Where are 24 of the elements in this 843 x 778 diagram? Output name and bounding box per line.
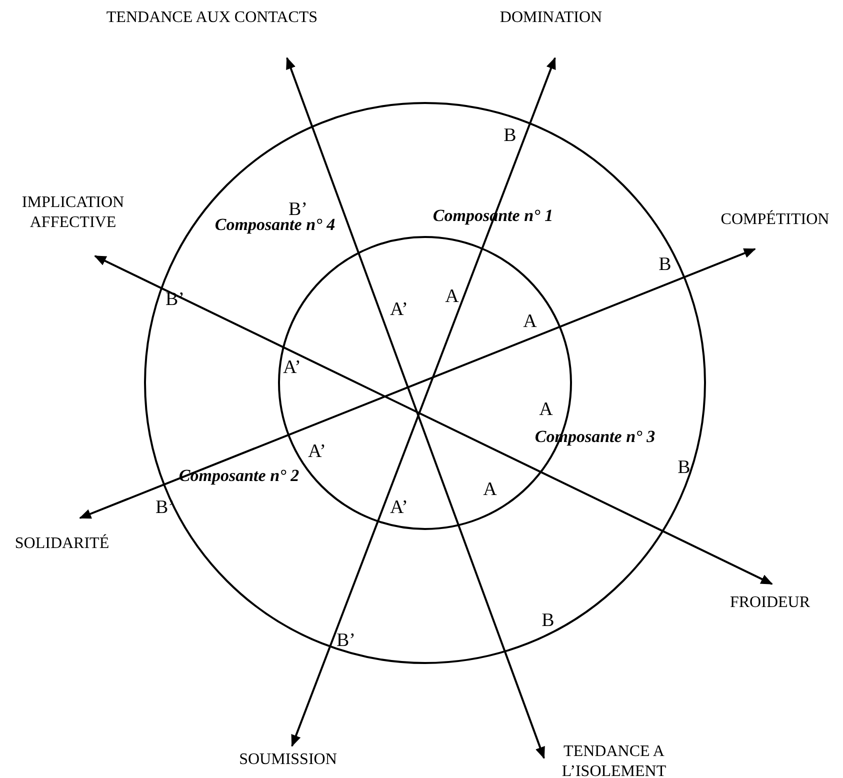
- point-label: A’: [308, 441, 326, 463]
- point-label: B: [504, 125, 516, 147]
- point-label: A’: [283, 357, 301, 379]
- point-label: B: [658, 254, 672, 276]
- axis-label: TENDANCE AUX CONTACTS: [82, 8, 342, 28]
- double-arrow: [79, 248, 756, 519]
- point-label: B’: [336, 630, 356, 652]
- point-label: B: [542, 610, 554, 632]
- axis-label: IMPLICATION AFFECTIVE: [3, 193, 143, 233]
- point-label: A’: [390, 497, 408, 519]
- axis-label: TENDANCE A L’ISOLEMENT: [552, 742, 676, 778]
- component-label: Composante n° 2: [178, 466, 300, 486]
- point-label: A: [483, 479, 497, 501]
- point-label: A: [523, 311, 537, 333]
- double-arrow: [94, 255, 773, 585]
- point-label: A’: [390, 299, 408, 321]
- point-label: A: [539, 399, 553, 421]
- axis-label: COMPÉTITION: [710, 210, 840, 230]
- axis-label: FROIDEUR: [720, 593, 820, 613]
- point-label: B: [678, 457, 690, 479]
- axis-label: SOUMISSION: [223, 750, 353, 770]
- axis-label: SOLIDARITÉ: [7, 534, 117, 554]
- point-label: A: [445, 286, 459, 308]
- axis-label: DOMINATION: [486, 8, 616, 28]
